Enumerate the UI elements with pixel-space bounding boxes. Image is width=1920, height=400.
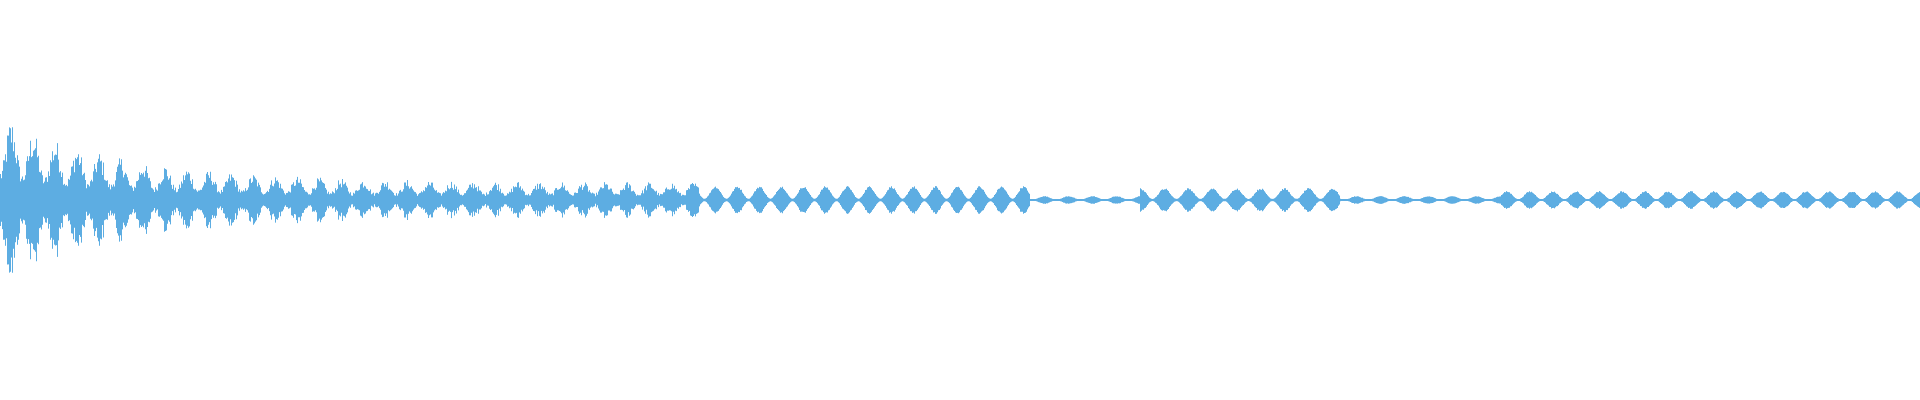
waveform-bars [0, 127, 1920, 273]
